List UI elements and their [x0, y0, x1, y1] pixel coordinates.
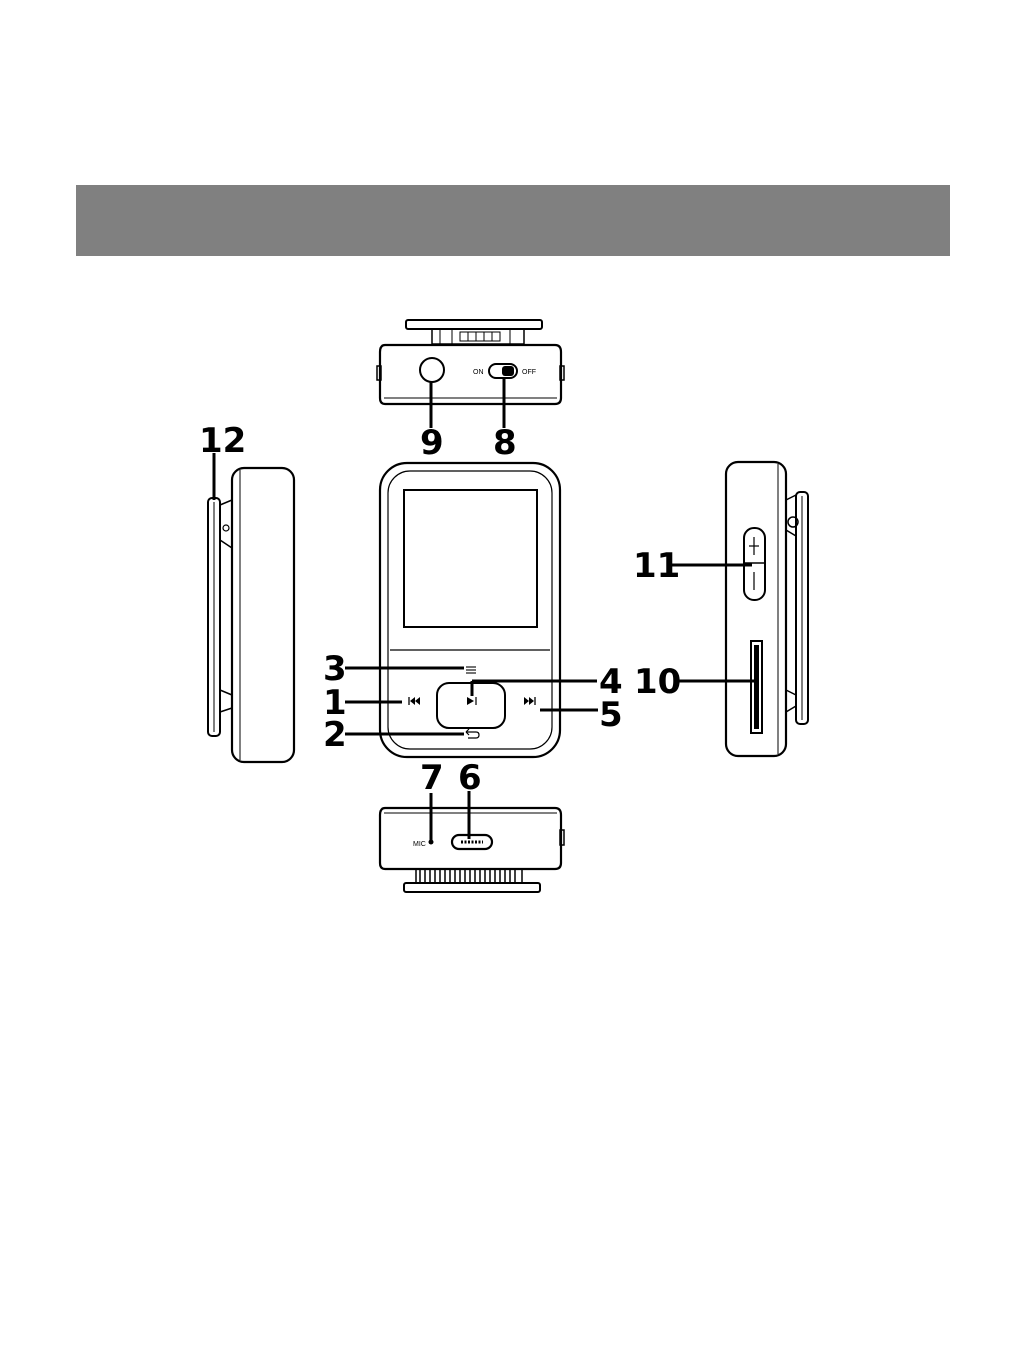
headphone-jack-icon: [420, 358, 444, 382]
callout-2: 2: [323, 715, 347, 755]
menu-icon[interactable]: [466, 667, 476, 673]
mic-label: MIC: [413, 841, 426, 848]
clip-top: [406, 320, 542, 344]
play-pause-icon: [467, 697, 476, 705]
switch-off-label: OFF: [522, 369, 536, 376]
screen: [404, 490, 537, 627]
bottom-view: MIC: [380, 808, 564, 892]
callout-11: 11: [633, 546, 680, 586]
device-front-body: [380, 463, 560, 757]
previous-icon[interactable]: [409, 697, 420, 705]
plus-icon: [749, 537, 759, 555]
clip-right: [786, 492, 808, 724]
callout-9: 9: [420, 423, 444, 463]
switch-on-label: ON: [473, 369, 484, 376]
back-icon[interactable]: [466, 729, 479, 738]
top-view: ON OFF: [377, 320, 564, 404]
front-view: [380, 463, 560, 757]
usb-port-icon: [452, 835, 492, 849]
callout-7: 7: [420, 758, 444, 798]
callout-lines: [214, 378, 757, 840]
callout-3: 3: [323, 649, 347, 689]
callout-5: 5: [599, 695, 623, 735]
callout-12: 12: [199, 421, 246, 461]
callout-6: 6: [458, 758, 482, 798]
callout-labels: 1 2 3 4 5 6 7 8 9 10 11 12: [199, 421, 681, 798]
device-left-body: [232, 468, 294, 762]
callout-10: 10: [634, 662, 681, 702]
callout-8: 8: [493, 423, 517, 463]
sd-card-slot: [751, 641, 762, 733]
right-side-view: [726, 462, 808, 756]
clip-left: [208, 498, 232, 736]
mic-hole: [429, 840, 434, 845]
next-icon[interactable]: [524, 697, 535, 705]
left-side-view: [208, 468, 294, 762]
clip-bottom: [404, 869, 540, 892]
power-switch[interactable]: [489, 364, 517, 378]
